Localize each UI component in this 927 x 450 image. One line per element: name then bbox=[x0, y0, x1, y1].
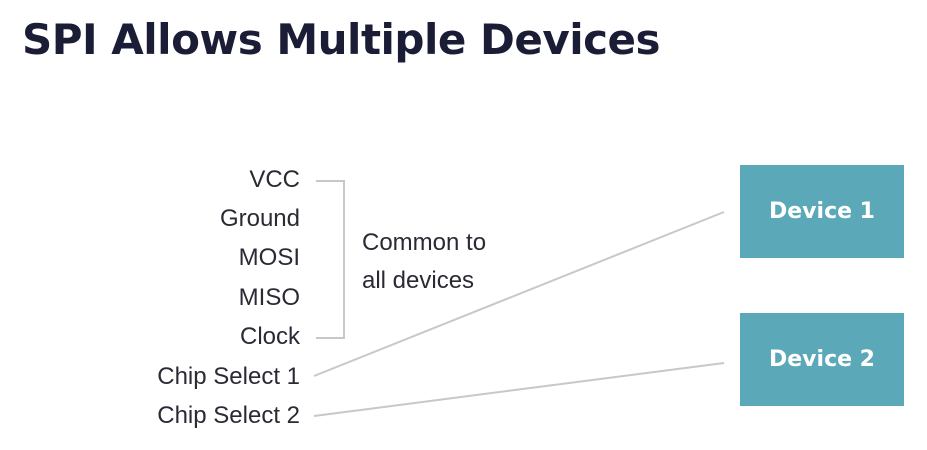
device-1-label: Device 1 bbox=[769, 199, 875, 224]
page-title: SPI Allows Multiple Devices bbox=[22, 15, 661, 64]
common-signals-bracket bbox=[316, 180, 345, 339]
device-2-label: Device 2 bbox=[769, 347, 875, 372]
signal-chip-select-1-label: Chip Select 1 bbox=[157, 363, 300, 390]
common-note-line-2: all devices bbox=[362, 267, 475, 294]
device-2-box: Device 2 bbox=[740, 313, 904, 406]
wire-chip-select-1 bbox=[313, 211, 725, 377]
signal-chip-select-2-label: Chip Select 2 bbox=[157, 402, 300, 429]
common-signals-note: Common to all devices bbox=[362, 224, 486, 300]
signal-mosi-label: MOSI bbox=[238, 244, 300, 271]
signal-vcc-label: VCC bbox=[249, 166, 300, 193]
signal-ground-label: Ground bbox=[219, 205, 300, 232]
wire-chip-select-2 bbox=[313, 362, 725, 417]
common-note-line-1: Common to bbox=[362, 229, 487, 256]
signal-miso-label: MISO bbox=[238, 284, 300, 311]
device-1-box: Device 1 bbox=[740, 165, 904, 258]
signal-clock-label: Clock bbox=[239, 323, 300, 350]
